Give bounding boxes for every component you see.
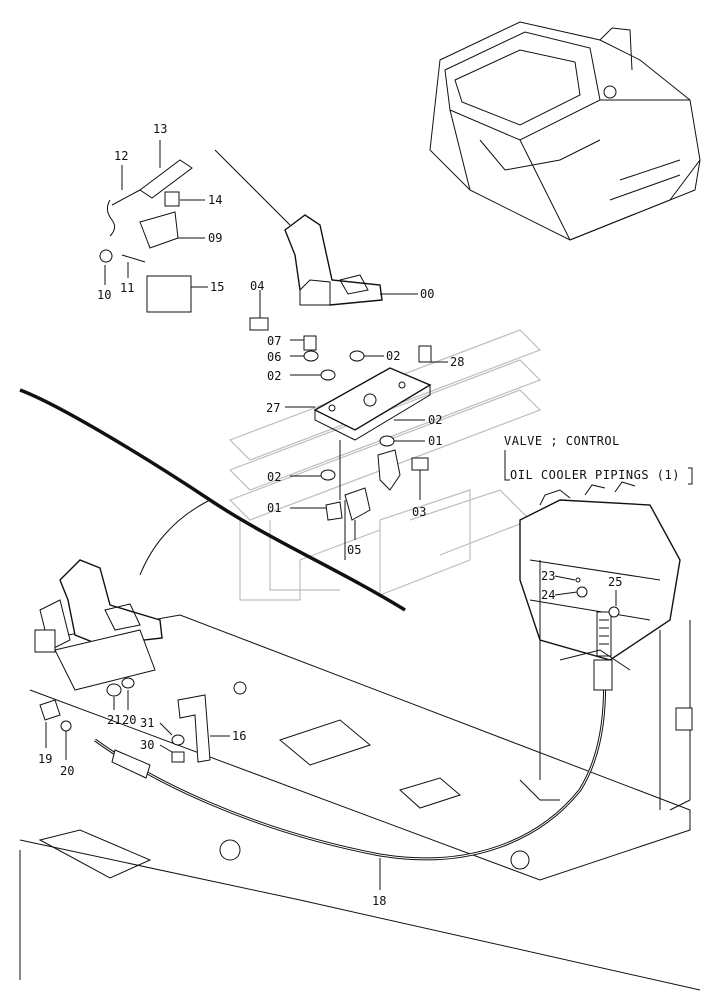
label-30: 30 xyxy=(140,738,154,752)
cable-end-fitting xyxy=(111,749,151,779)
label-14: 14 xyxy=(208,193,222,207)
leader-lines xyxy=(45,140,617,890)
label-10: 10 xyxy=(97,288,111,302)
control-cable-inner xyxy=(94,659,606,860)
reference-notes: VALVE ; CONTROL OIL COOLER PIPINGS (1) xyxy=(504,434,693,485)
label-05: 05 xyxy=(347,543,361,557)
label-11: 11 xyxy=(120,281,134,295)
label-04: 04 xyxy=(250,279,264,293)
label-07: 07 xyxy=(267,334,281,348)
label-20-a: 20 xyxy=(122,713,136,727)
control-cable xyxy=(94,659,607,861)
label-25: 25 xyxy=(608,575,622,589)
label-20-b: 20 xyxy=(60,764,74,778)
excavator-overview xyxy=(429,21,701,241)
label-09: 09 xyxy=(208,231,222,245)
label-27: 27 xyxy=(266,401,280,415)
label-02-d: 02 xyxy=(267,470,281,484)
label-21: 21 xyxy=(107,713,121,727)
watermark-logo xyxy=(228,329,542,601)
control-valve xyxy=(519,481,693,811)
label-12: 12 xyxy=(114,149,128,163)
label-18: 18 xyxy=(372,894,386,908)
label-00: 00 xyxy=(420,287,434,301)
label-23: 23 xyxy=(541,569,555,583)
label-16: 16 xyxy=(232,729,246,743)
label-28: 28 xyxy=(450,355,464,369)
pedal-assembled xyxy=(34,559,211,763)
label-02-b: 02 xyxy=(386,349,400,363)
label-19: 19 xyxy=(38,752,52,766)
label-02-c: 02 xyxy=(428,413,442,427)
label-24: 24 xyxy=(541,588,555,602)
label-03: 03 xyxy=(412,505,426,519)
label-02-a: 02 xyxy=(267,369,281,383)
label-06: 06 xyxy=(267,350,281,364)
cable-connector-line xyxy=(139,499,211,576)
label-01-b: 01 xyxy=(267,501,281,515)
label-13: 13 xyxy=(153,122,167,136)
label-01-a: 01 xyxy=(428,434,442,448)
part-labels: 13 12 14 09 15 10 11 04 00 07 06 02 02 2… xyxy=(38,122,622,908)
pedal-exploded xyxy=(214,149,432,560)
note-valve-control: VALVE ; CONTROL xyxy=(504,434,620,448)
switch-exploded xyxy=(99,159,193,313)
label-31: 31 xyxy=(140,716,154,730)
note-oil-cooler: OIL COOLER PIPINGS (1) xyxy=(510,468,680,482)
label-15: 15 xyxy=(210,280,224,294)
